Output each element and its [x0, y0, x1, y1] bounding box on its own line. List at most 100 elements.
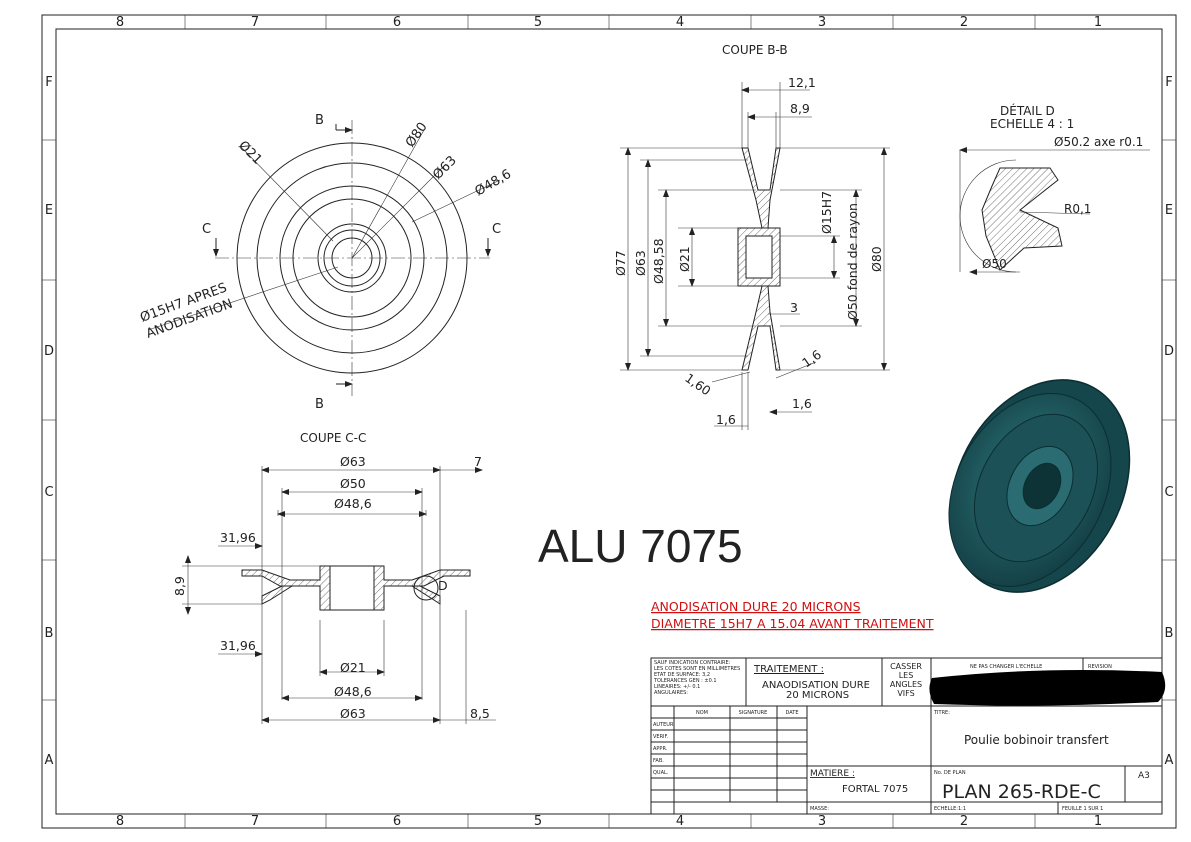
row-label: E: [1165, 203, 1173, 218]
col-label: 1: [1094, 15, 1102, 30]
sauf-line: TOLERANCES GEN : ±0.1: [653, 678, 717, 684]
dim-cc-3196-top: 31,96: [220, 530, 256, 545]
matiere-value: FORTAL 7075: [842, 784, 908, 795]
revision-label: REVISION: [1088, 664, 1112, 670]
masse-label: MASSE:: [810, 806, 829, 812]
casser-2: LES: [899, 671, 914, 680]
label-b-bottom: B: [315, 397, 324, 412]
detail-d50: Ø50: [982, 257, 1007, 271]
label-b-top: B: [315, 113, 324, 128]
row-fab: FAB.: [653, 758, 664, 764]
row-label: C: [44, 485, 53, 500]
casser-3: ANGLES: [890, 680, 922, 689]
traitement-value-1: ANAODISATION DURE: [762, 680, 870, 691]
dim-d80: Ø80: [869, 246, 884, 272]
dim-d50-fond: Ø50 fond de rayon: [845, 203, 860, 320]
sauf-line: LINEAIRES: +/- 0.1: [654, 684, 700, 690]
row-label: B: [1165, 626, 1174, 641]
casser-4: VIFS: [897, 689, 914, 698]
sauf-line: ANGULAIRES:: [654, 690, 688, 696]
plan-label: No. DE PLAN: [934, 770, 966, 776]
note-line-2: DIAMETRE 15H7 A 15.04 AVANT TRAITEMENT: [651, 616, 934, 631]
col-label: 3: [818, 814, 826, 829]
traitement-label: TRAITEMENT :: [753, 664, 824, 675]
dim-cc-d63-bot: Ø63: [340, 706, 366, 721]
row-appr: APPR.: [653, 746, 668, 752]
col-date: DATE: [785, 710, 798, 716]
section-bb: COUPE B-B: [613, 43, 890, 430]
no-scale-note: NE PAS CHANGER L'ECHELLE: [970, 664, 1042, 670]
col-label: 5: [534, 814, 542, 829]
col-label: 4: [676, 814, 684, 829]
dim-16a: 1,6: [799, 347, 824, 371]
row-label: B: [45, 626, 54, 641]
dim-d63: Ø63: [633, 250, 648, 276]
col-nom: NOM: [696, 710, 708, 716]
dim-d80: Ø80: [403, 120, 431, 151]
dim-cc-d21: Ø21: [340, 660, 366, 675]
row-auteur: AUTEUR: [653, 722, 674, 728]
sauf-line: SAUF INDICATION CONTRAIRE:: [654, 660, 731, 666]
dim-16c: 1,6: [716, 412, 736, 427]
dim-89: 8,9: [790, 101, 810, 116]
note-line-1: ANODISATION DURE 20 MICRONS: [651, 599, 861, 614]
col-label: 3: [818, 15, 826, 30]
dim-121: 12,1: [788, 75, 816, 90]
matiere-label: MATIERE :: [810, 769, 855, 779]
dim-cc-d63-top: Ø63: [340, 454, 366, 469]
title-block: SAUF INDICATION CONTRAIRE: LES COTES SON…: [650, 657, 1166, 815]
format-label: A3: [1138, 771, 1150, 781]
col-label: 2: [960, 15, 968, 30]
front-view: B B C C Ø21 Ø80 Ø63 Ø48,6 Ø15H7 APRES AN…: [138, 113, 514, 412]
dim-160: 1,60: [682, 370, 713, 398]
col-label: 7: [251, 814, 259, 829]
col-label: 8: [116, 814, 124, 829]
col-signature: SIGNATURE: [739, 710, 768, 716]
label-cc-d: D: [438, 578, 448, 593]
dim-3: 3: [790, 300, 798, 315]
plan-value: PLAN 265-RDE-C: [942, 781, 1101, 803]
dim-d21: Ø21: [235, 138, 265, 168]
col-label: 1: [1094, 814, 1102, 829]
dim-cc-3196-bot: 31,96: [220, 638, 256, 653]
sauf-line: LES COTES SONT EN MILLIMETRES: [654, 666, 740, 672]
dim-d4858: Ø48,58: [651, 238, 666, 284]
feuille-label: FEUILLE 1 SUR 1: [1062, 806, 1103, 812]
material-big-label: ALU 7075: [538, 520, 743, 572]
row-label: A: [1165, 753, 1174, 768]
row-label: F: [45, 75, 52, 90]
section-cc-title: COUPE C-C: [300, 431, 366, 445]
detail-r01: R0,1: [1064, 202, 1091, 216]
dim-d15h7: Ø15H7: [819, 191, 834, 234]
detail-title-1: DÉTAIL D: [1000, 103, 1055, 118]
titre-value: Poulie bobinoir transfert: [964, 733, 1109, 747]
dim-cc-d486-bot: Ø48,6: [334, 684, 372, 699]
dim-cc-7: 7: [474, 454, 482, 469]
col-label: 2: [960, 814, 968, 829]
pulley-3d-view: [948, 379, 1131, 593]
dim-cc-d50: Ø50: [340, 476, 366, 491]
dim-cc-d486-top: Ø48,6: [334, 496, 372, 511]
row-label: E: [45, 203, 53, 218]
col-label: 5: [534, 15, 542, 30]
dim-d486: Ø48,6: [473, 167, 514, 200]
label-c-left: C: [202, 222, 211, 237]
titre-label: TITRE:: [933, 710, 950, 716]
casser-1: CASSER: [890, 662, 922, 671]
dim-cc-85: 8,5: [470, 706, 490, 721]
col-label: 6: [393, 15, 401, 30]
col-label: 6: [393, 814, 401, 829]
row-label: D: [1164, 344, 1174, 359]
traitement-value-2: 20 MICRONS: [786, 690, 849, 701]
row-label: D: [44, 344, 54, 359]
row-label: A: [45, 753, 54, 768]
redacted-area: [929, 670, 1166, 706]
detail-title-2: ECHELLE 4 : 1: [990, 117, 1074, 131]
dim-d77: Ø77: [613, 250, 628, 276]
detail-d: DÉTAIL D ECHELLE 4 : 1 Ø50.2 axe r0.1 R0…: [959, 103, 1150, 275]
section-cc: COUPE C-C Ø63 Ø50 Ø48,6: [172, 431, 496, 724]
echelle-label: ECHELLE:1:1: [934, 806, 966, 812]
label-c-right: C: [492, 222, 501, 237]
sauf-line: ETAT DE SURFACE: 3,2: [654, 672, 710, 678]
